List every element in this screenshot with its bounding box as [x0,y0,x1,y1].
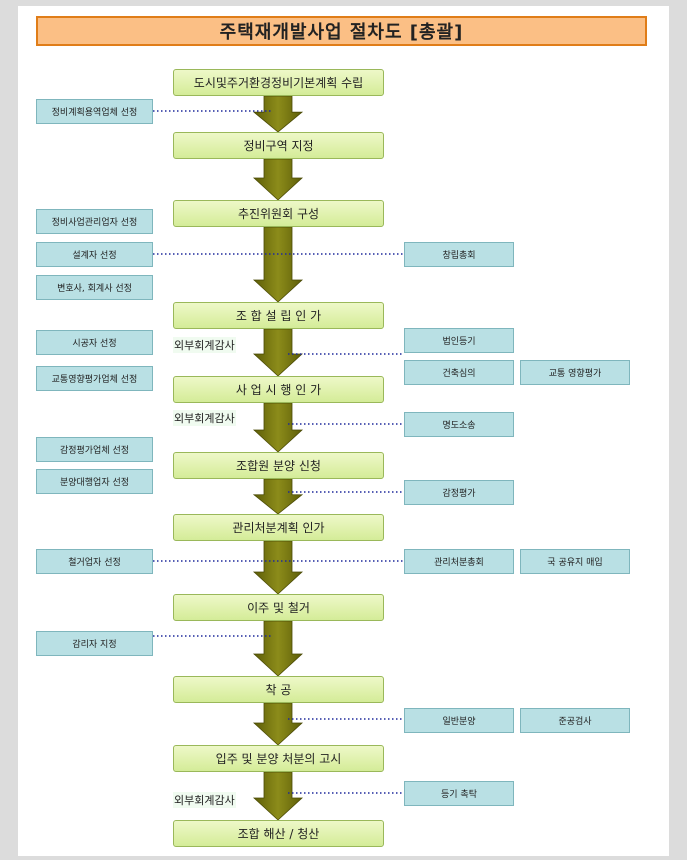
step-committee-formation[interactable]: 추진위원회 구성 [173,200,384,227]
left-box-designer[interactable]: 설계자 선정 [36,242,153,267]
right-box-completion-inspection[interactable]: 준공검사 [520,708,630,733]
step-disposal-plan-approval[interactable]: 관리처분계획 인가 [173,514,384,541]
left-box-lawyer-accountant[interactable]: 변호사, 회계사 선정 [36,275,153,300]
flow-arrow-3 [252,226,304,303]
step-occupancy-notice[interactable]: 입주 및 분양 처분의 고시 [173,745,384,772]
flow-arrow-9 [252,702,304,746]
flow-arrow-1 [252,95,304,133]
flow-arrow-7 [252,540,304,595]
flow-arrow-10 [252,771,304,821]
note-external-audit-3: 외부회계감사 [173,792,236,808]
right-box-disposal-meeting[interactable]: 관리처분총회 [404,549,514,574]
left-box-appraisal-firm[interactable]: 감정평가업체 선정 [36,437,153,462]
left-box-sales-agent[interactable]: 분양대행업자 선정 [36,469,153,494]
arrows-and-connectors [153,95,404,821]
flow-arrow-6 [252,478,304,515]
right-box-traffic-assessment[interactable]: 교통 영향평가 [520,360,630,385]
step-dissolution[interactable]: 조합 해산 / 청산 [173,820,384,847]
step-relocation-demolition[interactable]: 이주 및 철거 [173,594,384,621]
note-external-audit-1: 외부회계감사 [173,337,236,353]
step-zone-designation[interactable]: 정비구역 지정 [173,132,384,159]
right-box-building-review[interactable]: 건축심의 [404,360,514,385]
right-box-public-land-purchase[interactable]: 국 공유지 매입 [520,549,630,574]
right-box-corporate-registration[interactable]: 법인등기 [404,328,514,353]
flow-arrow-4 [252,328,304,377]
step-union-approval[interactable]: 조 합 설 립 인 가 [173,302,384,329]
left-box-builder[interactable]: 시공자 선정 [36,330,153,355]
left-box-management-contractor[interactable]: 정비사업관리업자 선정 [36,209,153,234]
diagram-title: 주택재개발사업 절차도 [총괄] [36,16,647,46]
flow-arrow-2 [252,158,304,201]
right-box-appraisal[interactable]: 감정평가 [404,480,514,505]
left-box-supervisor[interactable]: 감리자 지정 [36,631,153,656]
right-box-registration-request[interactable]: 등기 촉탁 [404,781,514,806]
page: 주택재개발사업 절차도 [총괄] 도시및주거환경정비기본계획 수립 정비구역 지… [18,6,669,856]
left-box-traffic-assessment-firm[interactable]: 교통영향평가업체 선정 [36,366,153,391]
right-box-general-sale[interactable]: 일반분양 [404,708,514,733]
flow-arrow-8 [252,620,304,677]
right-box-eviction-suit[interactable]: 명도소송 [404,412,514,437]
step-member-sale-application[interactable]: 조합원 분양 신청 [173,452,384,479]
step-construction-start[interactable]: 착 공 [173,676,384,703]
right-box-founding-meeting[interactable]: 창립총회 [404,242,514,267]
left-box-plan-contractor[interactable]: 정비계획용역업체 선정 [36,99,153,124]
left-box-demolition-contractor[interactable]: 철거업자 선정 [36,549,153,574]
step-project-approval[interactable]: 사 업 시 행 인 가 [173,376,384,403]
flow-arrow-5 [252,402,304,453]
note-external-audit-2: 외부회계감사 [173,410,236,426]
step-master-plan[interactable]: 도시및주거환경정비기본계획 수립 [173,69,384,96]
